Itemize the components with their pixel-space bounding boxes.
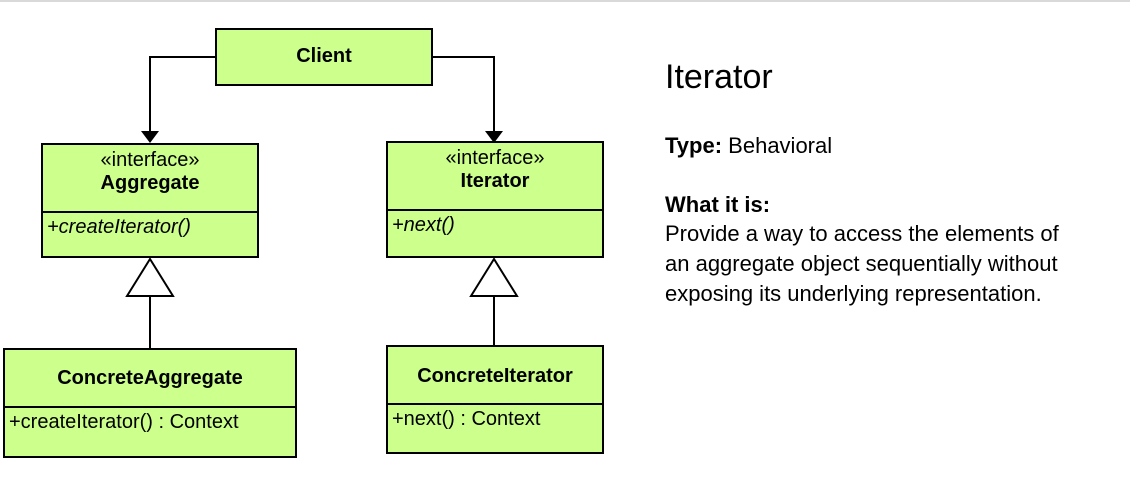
concrete-iterator-name: ConcreteIterator [417,365,573,387]
iterator-name: Iterator [460,170,530,192]
type-value: Behavioral [728,133,833,158]
top-border [0,0,1130,2]
type-label: Type: [665,133,723,158]
concrete-aggregate-method: +createIterator() : Context [5,406,295,437]
aggregate-name: Aggregate [100,172,200,194]
iterator-arrowhead [485,131,503,143]
iterator-header: «interface» Iterator [388,143,602,209]
concrete-iterator-box: ConcreteIterator +next() : Context [386,345,604,454]
aggregate-arrowhead [141,131,159,143]
pattern-type: Type: Behavioral [665,133,832,159]
client-name: Client [296,45,352,67]
iterator-stereotype: «interface» [445,147,545,169]
iterator-method: +next() [388,209,602,240]
description-line: an aggregate object sequentially without [665,251,1058,276]
concrete-iterator-method: +next() : Context [388,403,602,434]
client-box: Client [215,28,433,86]
description-line: Provide a way to access the elements of [665,221,1059,246]
concrete-aggregate-box: ConcreteAggregate +createIterator() : Co… [3,348,297,458]
aggregate-method: +createIterator() [43,211,257,242]
aggregate-header: «interface» Aggregate [43,145,257,211]
description-line: exposing its underlying representation. [665,281,1042,306]
pattern-title: Iterator [665,58,773,96]
what-it-is-label: What it is: [665,192,771,217]
client-to-aggregate-arrow [149,56,217,134]
iterator-inheritance-triangle [469,257,519,297]
iterator-interface-box: «interface» Iterator +next() [386,141,604,258]
aggregate-stereotype: «interface» [100,149,200,171]
aggregate-interface-box: «interface» Aggregate +createIterator() [41,143,259,258]
pattern-description: Provide a way to access the elements of … [665,219,1115,309]
concrete-aggregate-name: ConcreteAggregate [57,367,243,389]
aggregate-inheritance-triangle [125,257,175,297]
client-to-iterator-arrow [431,56,495,134]
